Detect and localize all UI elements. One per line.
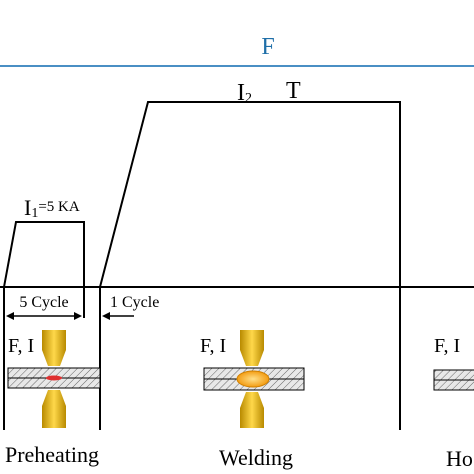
preheat-cycles-label: 5 Cycle: [19, 294, 68, 311]
gap-arrowhead: [102, 312, 110, 320]
welding-fi-label: F, I: [200, 335, 226, 357]
welding-stage-label: Welding: [219, 445, 293, 470]
weld-nugget: [236, 370, 270, 388]
welding-lower-electrode: [240, 408, 264, 428]
preheat-lower-electrode: [42, 406, 66, 428]
i1-label: I1=5 KA: [24, 195, 80, 221]
welding-upper-tip: [240, 350, 264, 366]
preheat-spot: [46, 375, 62, 381]
arrowhead-left: [6, 312, 14, 320]
preheat-stage-label: Preheating: [5, 442, 99, 467]
holding-stage: F, I Ho: [433, 335, 474, 471]
welding-current-pulse: [99, 101, 401, 288]
welding-upper-electrode: [240, 330, 264, 350]
preheat-upper-tip: [42, 350, 66, 366]
svg-text:I2: I2: [237, 80, 252, 106]
holding-fi-label: F, I: [434, 335, 460, 357]
force-label: F: [261, 34, 274, 60]
arrowhead-right: [74, 312, 82, 320]
welding-stage: F, I Welding: [200, 330, 305, 470]
i2-label: I2: [237, 80, 252, 106]
svg-text:I1=5 KA: I1=5 KA: [24, 195, 80, 221]
welding-lower-tip: [240, 392, 264, 408]
preheat-fi-label: F, I: [8, 335, 34, 357]
preheat-current-pulse: [3, 221, 85, 318]
time-label: T: [286, 78, 301, 104]
gap-cycles-label: 1 Cycle: [110, 294, 159, 311]
preheat-stage: F, I Preheating: [5, 330, 101, 467]
preheat-upper-electrode: [42, 330, 66, 350]
holding-stage-label: Ho: [446, 446, 473, 471]
preheat-lower-tip: [42, 390, 66, 406]
